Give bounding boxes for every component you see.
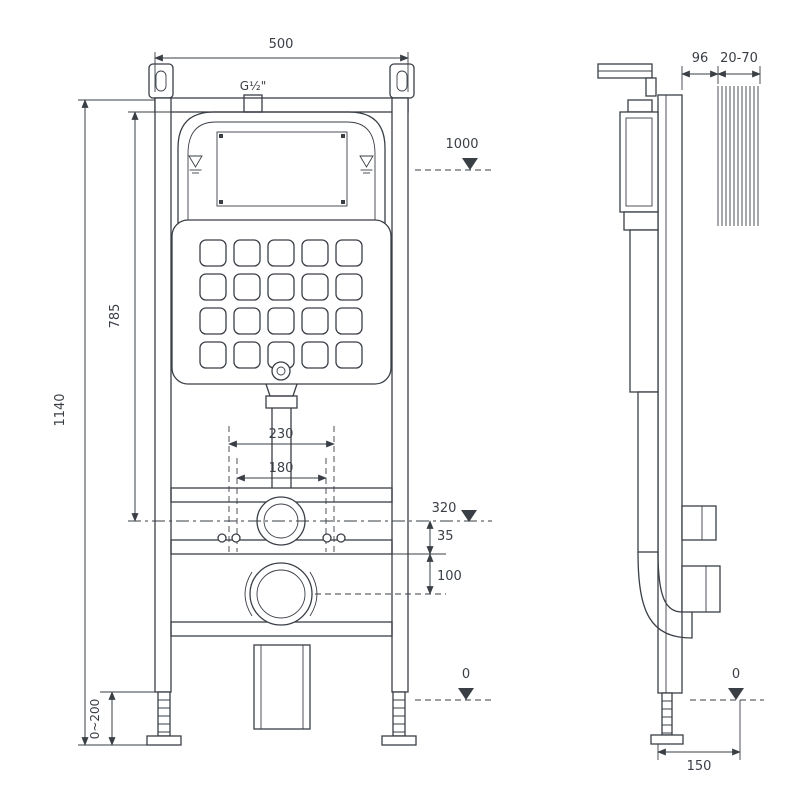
- front-view: 500 G¹⁄₂" 1140 785 0~200 230 180 320: [53, 37, 494, 746]
- feet: [146, 691, 417, 746]
- bolt-hole: [231, 533, 241, 543]
- right-foot-plate: [381, 735, 417, 746]
- outlet-stubs: [681, 505, 721, 613]
- flush-valve-seat: [271, 361, 291, 381]
- tank-window: [216, 131, 348, 207]
- label-water-inlet: G¹⁄₂": [240, 79, 266, 93]
- side-foot: [650, 692, 684, 745]
- dim-foot-adjust: 0~200: [88, 699, 102, 740]
- tab-slot: [396, 70, 408, 92]
- datum-triangle-icon: [458, 688, 474, 700]
- water-level-icon: [188, 155, 203, 174]
- side-dimensions: 96 20-70 0 150: [657, 51, 764, 774]
- dim-frame-width: 500: [269, 37, 294, 52]
- right-foot-rod: [392, 691, 406, 737]
- dim-tank-height: 785: [108, 304, 123, 329]
- bolt-hole: [217, 533, 227, 543]
- left-foot-plate: [146, 735, 182, 746]
- wall-hatch: [717, 86, 759, 226]
- water-tank: [177, 111, 386, 224]
- water-level-icon: [359, 155, 374, 174]
- drain-pipe: [253, 644, 311, 730]
- dim-datum-1000: 1000: [445, 137, 478, 152]
- waste-outlet: [244, 562, 318, 626]
- dim-frame-depth-96: 96: [692, 51, 709, 66]
- side-frame: [657, 94, 683, 694]
- front-dimensions: 500 G¹⁄₂" 1140 785 0~200 230 180 320: [53, 37, 494, 746]
- dim-base-depth-150: 150: [687, 759, 712, 774]
- datum-triangle-icon: [461, 510, 477, 522]
- waste-outlet-stub: [681, 565, 721, 613]
- bolt-hole: [322, 533, 332, 543]
- actuator-plate: [597, 63, 657, 97]
- mounting-tabs: [148, 63, 415, 99]
- dim-overall-height: 1140: [53, 393, 68, 426]
- cistern-profile: [619, 99, 659, 553]
- left-foot-rod: [157, 691, 171, 737]
- side-view: 96 20-70 0 150: [597, 51, 764, 774]
- dim-offset-100: 100: [437, 569, 462, 584]
- dim-floor-datum-side: 0: [732, 667, 740, 682]
- outlet-elbow: [637, 551, 693, 639]
- bolt-hole: [336, 533, 346, 543]
- dim-floor-datum-front: 0: [462, 667, 470, 682]
- access-panel: [171, 219, 392, 385]
- dim-offset-35: 35: [437, 529, 454, 544]
- dim-datum-320: 320: [432, 501, 457, 516]
- frame: [154, 97, 409, 693]
- tab-slot: [155, 70, 167, 92]
- datum-triangle-icon: [728, 688, 744, 700]
- datum-triangle-icon: [462, 158, 478, 170]
- dim-fixing-span-230: 230: [269, 427, 294, 442]
- dim-wall-range-20-70: 20-70: [720, 51, 758, 66]
- dim-fixing-span-180: 180: [269, 461, 294, 476]
- flush-outlet-stub: [681, 505, 717, 541]
